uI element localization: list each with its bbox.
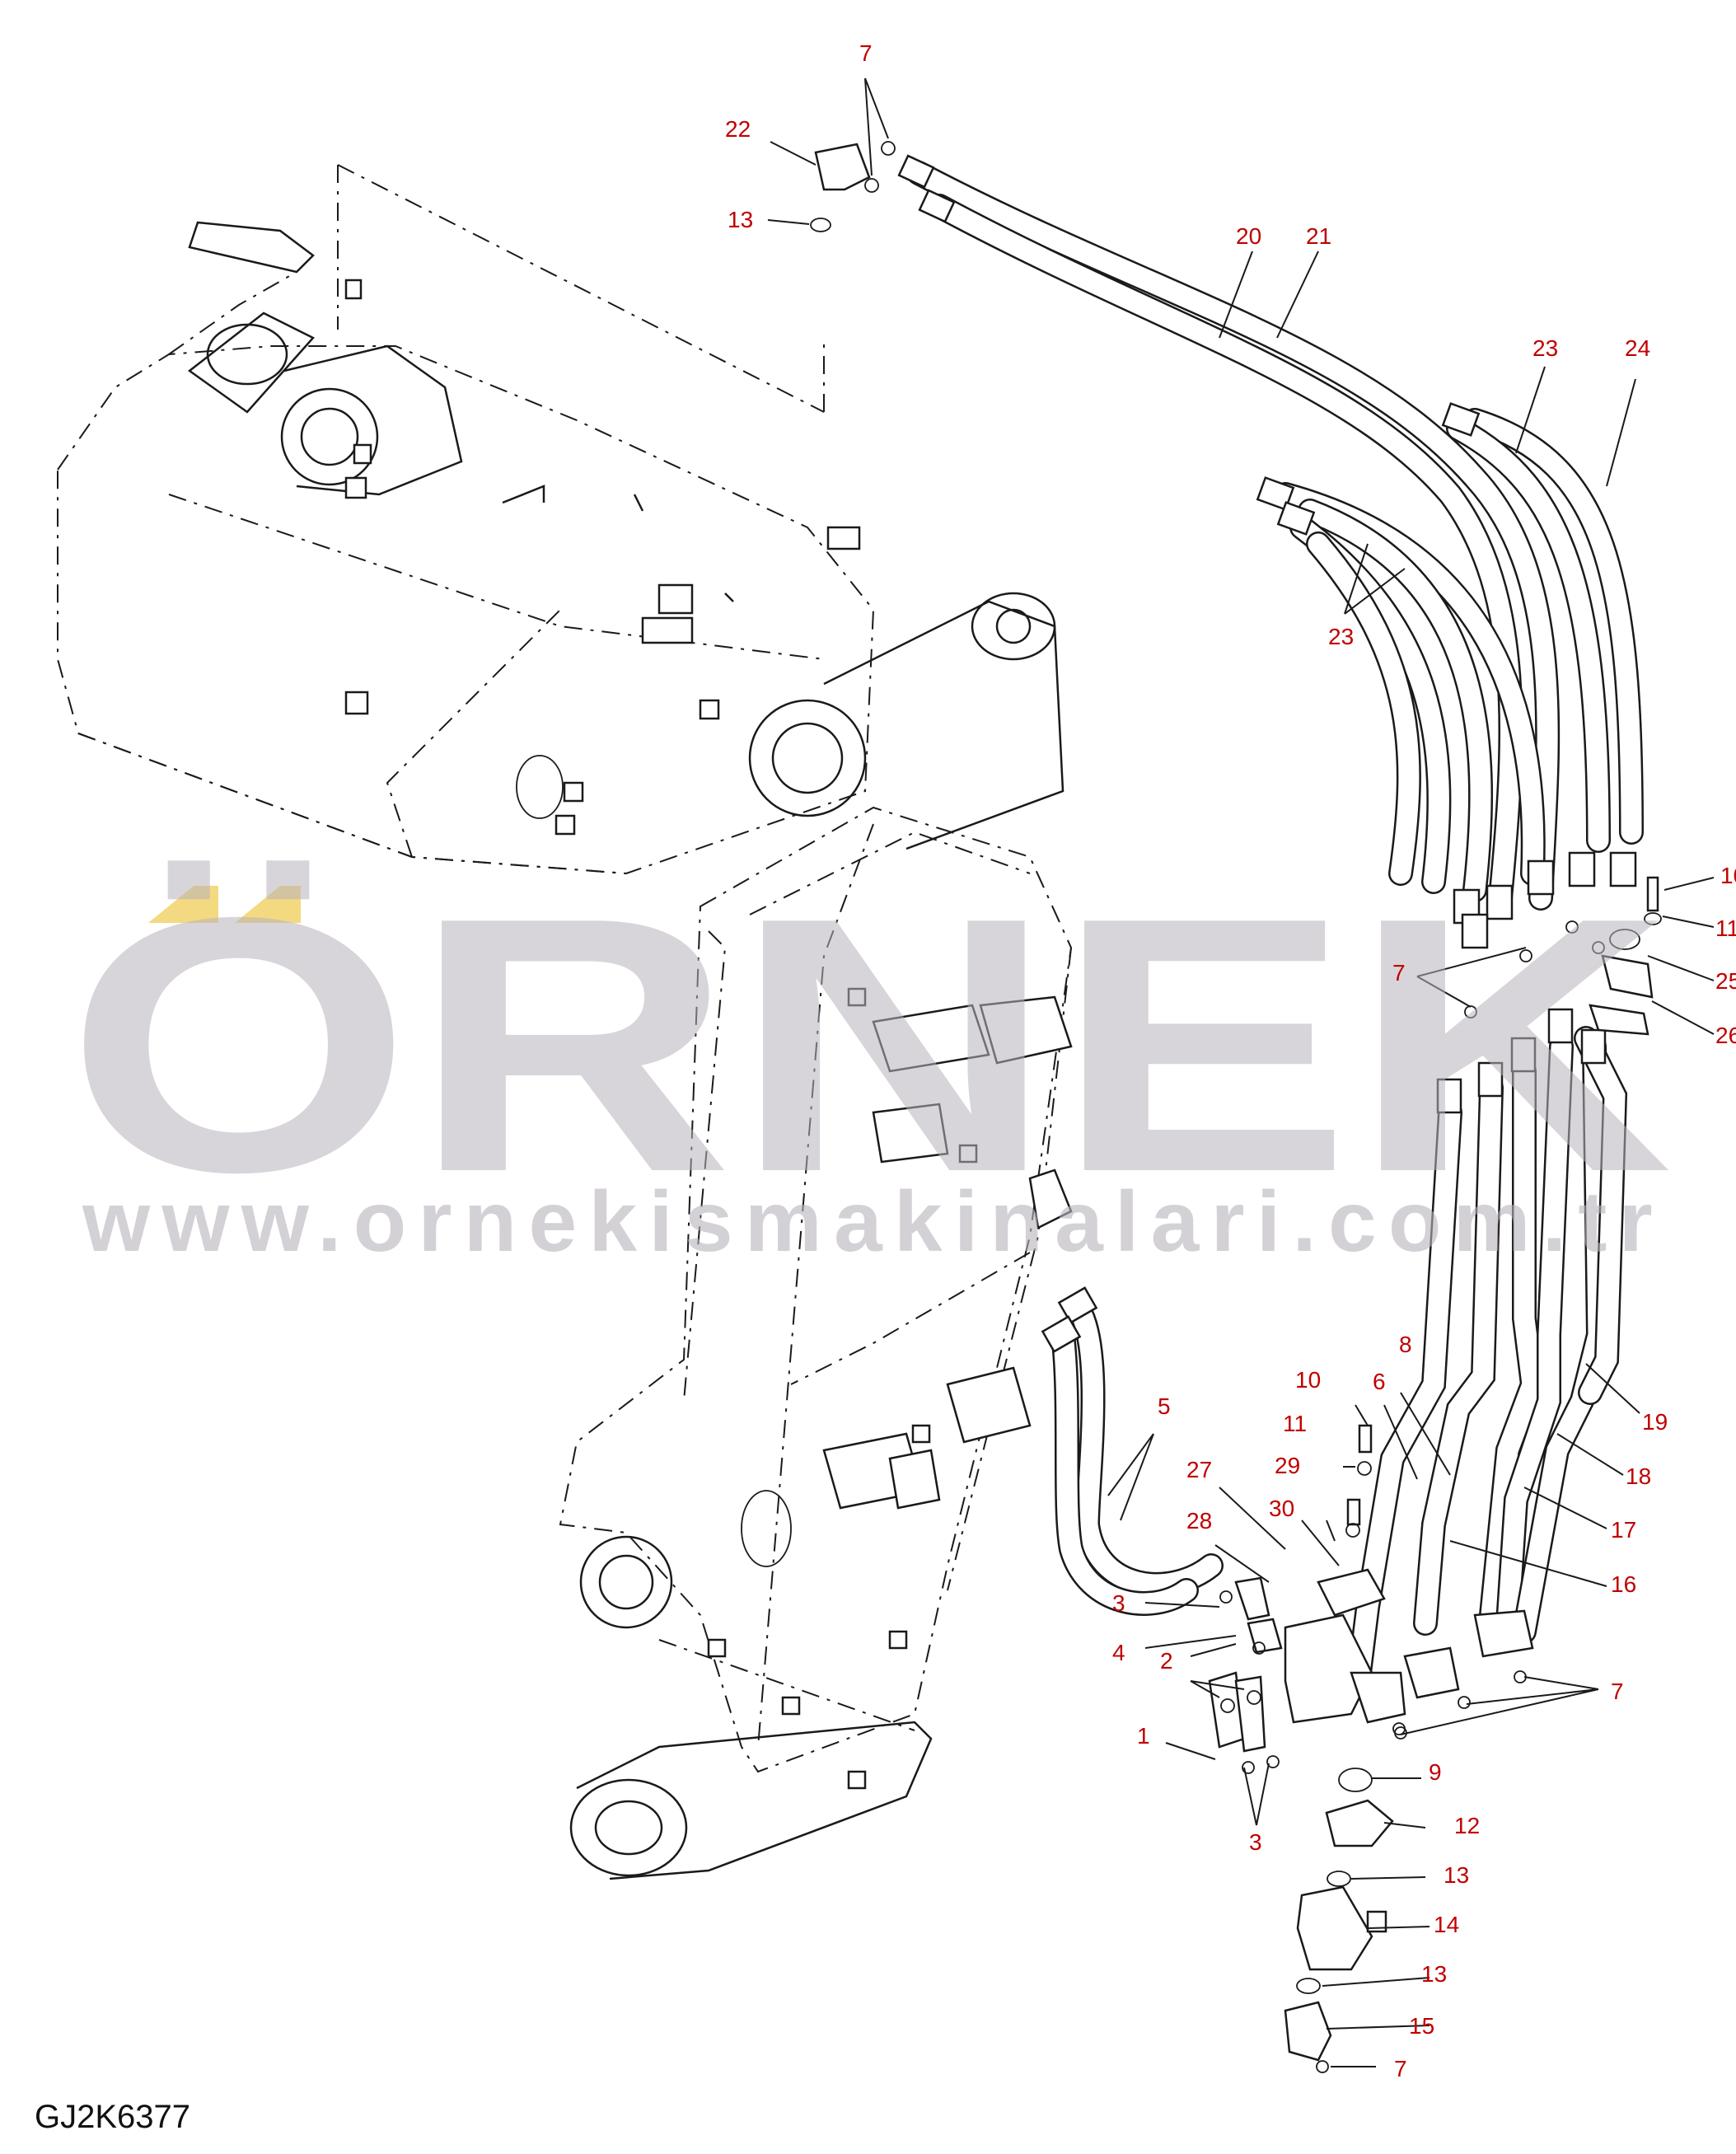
callout-7: 7: [1392, 960, 1406, 986]
callout-11: 11: [1715, 915, 1736, 941]
leader-lines: [767, 77, 1715, 2067]
callout-20: 20: [1236, 223, 1261, 249]
callout-25: 25: [1715, 968, 1736, 994]
callout-23: 23: [1532, 335, 1558, 361]
callout-13: 13: [1421, 1961, 1447, 1987]
callout-7: 7: [1394, 2056, 1407, 2081]
callout-17: 17: [1611, 1517, 1636, 1543]
callout-labels: 7 22 13 20 21 23 24 23 10 11 25 26 7 5 8…: [725, 40, 1736, 2081]
callout-12: 12: [1454, 1813, 1480, 1838]
callout-3: 3: [1112, 1590, 1125, 1616]
callout-3: 3: [1249, 1829, 1262, 1855]
callout-21: 21: [1306, 223, 1331, 249]
callout-4: 4: [1112, 1640, 1125, 1665]
callout-7: 7: [1611, 1679, 1624, 1704]
watermark-accent-right: [235, 886, 301, 923]
callout-16: 16: [1611, 1571, 1636, 1597]
watermark-logo: ÖRNEK: [66, 843, 1673, 1248]
callout-15: 15: [1409, 2013, 1434, 2039]
callout-5: 5: [1158, 1393, 1171, 1419]
callout-2: 2: [1160, 1648, 1173, 1674]
callout-22: 22: [725, 116, 751, 142]
callout-24: 24: [1625, 335, 1650, 361]
callout-10: 10: [1295, 1367, 1321, 1393]
callout-13: 13: [1444, 1862, 1469, 1888]
callout-30: 30: [1269, 1496, 1294, 1521]
callout-10: 10: [1720, 863, 1736, 888]
callout-26: 26: [1715, 1023, 1736, 1048]
callout-18: 18: [1626, 1463, 1651, 1489]
callout-13: 13: [728, 207, 753, 232]
callout-1: 1: [1137, 1723, 1150, 1749]
callout-19: 19: [1642, 1409, 1668, 1435]
callout-11: 11: [1283, 1411, 1307, 1436]
callout-9: 9: [1429, 1759, 1442, 1785]
callout-14: 14: [1434, 1912, 1459, 1937]
watermark: ÖRNEK www.ornekismakinalari.com.tr: [66, 843, 1673, 1270]
callout-7: 7: [859, 40, 873, 66]
watermark-url: www.ornekismakinalari.com.tr: [82, 1174, 1664, 1270]
hose-bundle: [897, 154, 1644, 1685]
callout-8: 8: [1399, 1332, 1412, 1357]
fittings: [810, 141, 1662, 2073]
callout-27: 27: [1186, 1457, 1212, 1482]
diagram-code: GJ2K6377: [35, 2099, 190, 2135]
boom-structure: [57, 164, 1073, 1880]
callout-28: 28: [1186, 1508, 1212, 1534]
callout-29: 29: [1275, 1453, 1300, 1478]
callout-23: 23: [1328, 624, 1354, 649]
callout-6: 6: [1373, 1369, 1386, 1394]
watermark-accent-left: [148, 886, 218, 923]
